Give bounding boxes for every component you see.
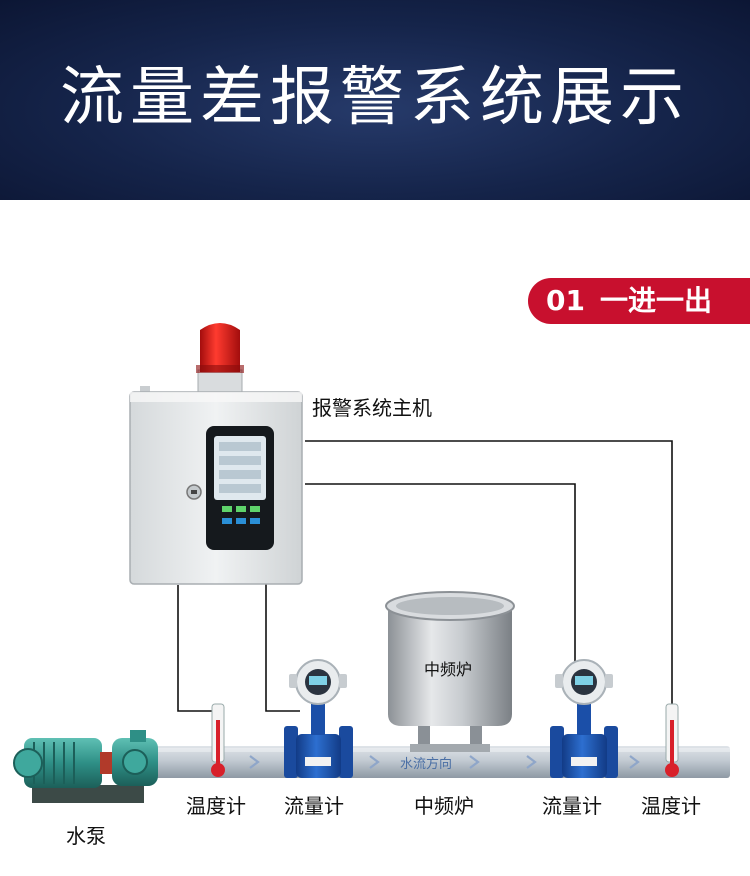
alarm-beacon-icon [196, 323, 244, 393]
thermometer-icon [665, 703, 679, 777]
label-temp-right: 温度计 [641, 794, 701, 818]
signal-wires [177, 440, 673, 712]
water-pump-icon [13, 730, 158, 803]
section-badge: 01 一进一出 [528, 278, 750, 324]
label-flow-left: 流量计 [284, 794, 344, 818]
page-title: 流量差报警系统展示 [60, 61, 690, 135]
thermometer-icon [211, 703, 225, 777]
wire-flow-left [265, 578, 300, 712]
arrow-right-icon [249, 755, 640, 769]
label-temp-left: 温度计 [186, 794, 246, 818]
wire-flow-right [305, 483, 576, 662]
label-alarm-host: 报警系统主机 [312, 396, 432, 420]
label-furnace: 中频炉 [414, 794, 474, 818]
label-furnace-inner: 中频炉 [424, 660, 473, 679]
label-pump: 水泵 [66, 824, 106, 848]
label-flow-direction: 水流方向 [400, 757, 453, 772]
section-number: 01 [546, 284, 585, 317]
alarm-host-cabinet [129, 386, 303, 585]
furnace-icon [385, 591, 515, 752]
header-banner: 流量差报警系统展示 [0, 0, 750, 200]
label-flow-right: 流量计 [542, 794, 602, 818]
flowmeter-icon [550, 659, 618, 778]
flowmeter-icon [284, 659, 353, 778]
section-title: 一进一出 [600, 284, 713, 317]
wire-temp-left [177, 585, 212, 712]
wire-temp-right [305, 440, 673, 706]
